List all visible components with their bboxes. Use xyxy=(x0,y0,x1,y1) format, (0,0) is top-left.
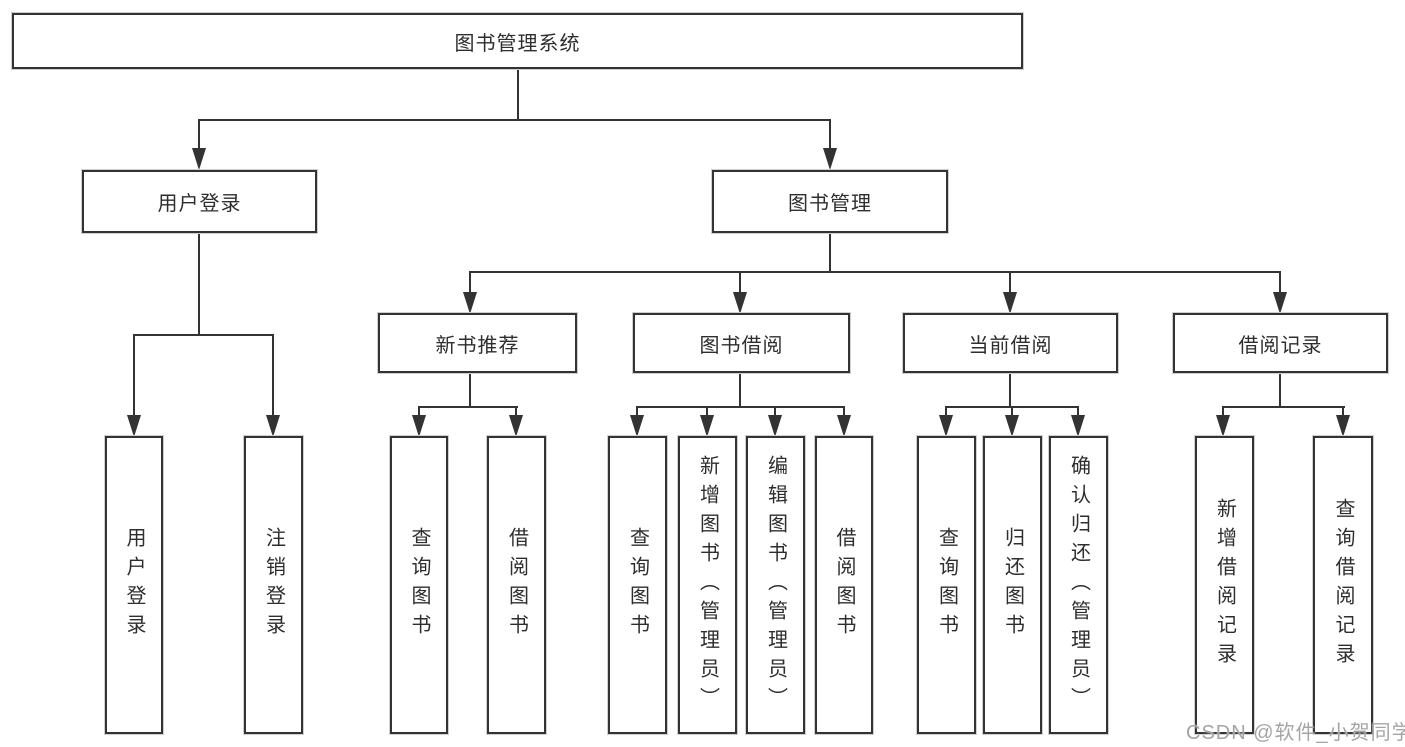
connector-line xyxy=(945,406,947,419)
node-book-management: 图书管理 xyxy=(712,170,948,233)
arrow-down-icon xyxy=(837,415,851,437)
leaf-return-books: 归还图书 xyxy=(983,436,1042,734)
connector-line xyxy=(1011,406,1013,419)
connector-line xyxy=(1222,406,1345,408)
arrow-down-icon xyxy=(768,415,782,437)
arrow-down-icon xyxy=(939,415,953,437)
leaf-label: 新增图书（管理员） xyxy=(696,454,719,716)
connector-line xyxy=(198,119,831,121)
leaf-label: 借阅图书 xyxy=(505,527,528,643)
connector-line xyxy=(133,334,274,336)
connector-line xyxy=(418,406,518,408)
node-label: 用户登录 xyxy=(157,193,242,215)
node-label: 图书管理 xyxy=(788,193,872,215)
node-new-book-recommend: 新书推荐 xyxy=(378,313,577,373)
connector-line xyxy=(1279,271,1281,295)
connector-line xyxy=(739,373,741,408)
connector-line xyxy=(1279,373,1281,408)
leaf-add-borrow-record: 新增借阅记录 xyxy=(1195,436,1254,734)
arrow-down-icon xyxy=(1336,415,1350,437)
arrow-down-icon xyxy=(700,415,714,437)
connector-line xyxy=(198,233,200,335)
arrow-down-icon xyxy=(1003,292,1017,314)
csdn-watermark: CSDN @软件_小贺同学 xyxy=(1186,722,1405,744)
arrow-down-icon xyxy=(733,292,747,314)
leaf-query-books-current: 查询图书 xyxy=(917,436,976,734)
leaf-query-books-borrow: 查询图书 xyxy=(608,436,667,734)
leaf-logout: 注销登录 xyxy=(244,436,303,734)
arrow-down-icon xyxy=(1273,292,1287,314)
leaf-label: 确认归还（管理员） xyxy=(1067,454,1090,716)
leaf-label: 查询图书 xyxy=(935,527,958,643)
leaf-query-books-recommend: 查询图书 xyxy=(390,436,448,734)
node-label: 图书管理系统 xyxy=(454,32,581,55)
connector-line xyxy=(198,119,200,153)
connector-line xyxy=(636,406,845,408)
arrow-down-icon xyxy=(127,415,141,437)
leaf-label: 用户登录 xyxy=(123,527,145,643)
connector-line xyxy=(774,406,776,419)
connector-line xyxy=(469,271,471,295)
leaf-query-borrow-record: 查询借阅记录 xyxy=(1313,436,1373,734)
leaf-add-books-admin: 新增图书（管理员） xyxy=(678,436,737,734)
arrow-down-icon xyxy=(1071,415,1085,437)
arrow-down-icon xyxy=(266,415,280,437)
arrow-down-icon xyxy=(463,292,477,314)
arrow-down-icon xyxy=(192,148,206,170)
connector-line xyxy=(515,406,517,419)
leaf-label: 查询借阅记录 xyxy=(1332,498,1354,672)
arrow-down-icon xyxy=(412,415,426,437)
connector-line xyxy=(469,271,1281,273)
leaf-confirm-return-admin: 确认归还（管理员） xyxy=(1049,436,1108,734)
node-label: 借阅记录 xyxy=(1238,334,1323,357)
connector-line xyxy=(829,233,831,272)
connector-line xyxy=(829,119,831,153)
leaf-label: 新增借阅记录 xyxy=(1213,498,1236,672)
connector-line xyxy=(706,406,708,419)
connector-line xyxy=(1342,406,1344,419)
leaf-user-login: 用户登录 xyxy=(105,436,163,734)
leaf-label: 编辑图书（管理员） xyxy=(764,454,787,716)
connector-line xyxy=(517,69,519,120)
leaf-label: 注销登录 xyxy=(262,527,285,643)
leaf-label: 归还图书 xyxy=(1001,527,1024,643)
connector-line xyxy=(739,271,741,295)
connector-line xyxy=(1222,406,1224,419)
connector-line xyxy=(133,334,135,418)
connector-line xyxy=(1009,271,1011,295)
connector-line xyxy=(272,334,274,418)
node-borrow-records: 借阅记录 xyxy=(1173,313,1388,373)
arrow-down-icon xyxy=(509,415,523,437)
arrow-down-icon xyxy=(1005,415,1019,437)
leaf-label: 借阅图书 xyxy=(833,527,855,643)
arrow-down-icon xyxy=(630,415,644,437)
node-current-borrow: 当前借阅 xyxy=(903,313,1118,373)
connector-line xyxy=(1009,373,1011,408)
connector-line xyxy=(843,406,845,419)
node-book-borrow: 图书借阅 xyxy=(633,313,850,373)
leaf-borrow-books-recommend: 借阅图书 xyxy=(487,436,546,734)
leaf-edit-books-admin: 编辑图书（管理员） xyxy=(746,436,805,734)
leaf-borrow-books: 借阅图书 xyxy=(815,436,873,734)
arrow-down-icon xyxy=(1216,415,1230,437)
leaf-label: 查询图书 xyxy=(626,527,649,643)
arrow-down-icon xyxy=(823,148,837,170)
node-library-management-system: 图书管理系统 xyxy=(12,13,1023,69)
leaf-label: 查询图书 xyxy=(408,527,430,643)
connector-line xyxy=(636,406,638,419)
connector-line xyxy=(469,373,471,408)
node-label: 当前借阅 xyxy=(968,334,1053,357)
node-user-login: 用户登录 xyxy=(82,170,317,233)
node-label: 新书推荐 xyxy=(435,334,520,357)
node-label: 图书借阅 xyxy=(699,334,784,357)
connector-line xyxy=(418,406,420,419)
connector-line xyxy=(1077,406,1079,419)
